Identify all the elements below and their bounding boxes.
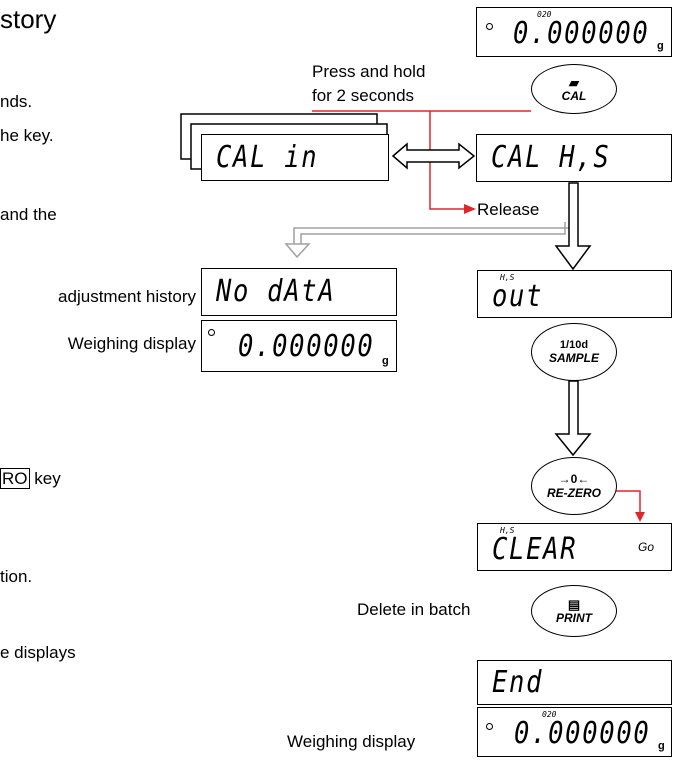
sample-key[interactable]: 1/10d SAMPLE xyxy=(531,323,617,381)
down-arrow xyxy=(554,380,592,457)
lcd-his-out: H,S out xyxy=(477,270,672,318)
lcd-clear: H,S CLEAR Go xyxy=(477,523,672,571)
lcd-weighing-top: 020 0.000000 g xyxy=(476,7,672,57)
print-key[interactable]: ▤ PRINT xyxy=(531,585,617,637)
grey-arrowhead xyxy=(284,243,311,259)
lcd-no-data: No dAtA xyxy=(201,268,397,316)
weight-icon: ▰ xyxy=(569,74,579,90)
body-text-fragment: key xyxy=(34,469,61,488)
press-hold-label: Press and hold xyxy=(312,62,426,81)
body-text-line: he key. xyxy=(0,126,54,145)
lcd-weighing-bottom: 020 0.000000 g xyxy=(477,707,672,757)
weighing-display-label: Weighing display xyxy=(67,334,196,353)
down-arrow xyxy=(554,182,592,271)
weighing-display-label: Weighing display xyxy=(287,732,416,751)
cal-key[interactable]: ▰ CAL xyxy=(531,64,617,114)
red-arrowhead xyxy=(464,204,476,214)
double-arrow xyxy=(391,142,476,170)
press-hold-label: for 2 seconds xyxy=(312,86,415,105)
red-rezero-arrow xyxy=(616,490,641,514)
body-text-line: e displays xyxy=(0,643,76,662)
rezero-key[interactable]: →0← RE-ZERO xyxy=(531,457,617,515)
lcd-cal-his: CAL H,S xyxy=(476,134,672,182)
body-text-line: nds. xyxy=(0,92,33,111)
lcd-end: End xyxy=(477,660,672,705)
page-title: story xyxy=(0,4,57,34)
lcd-cal-in: CAL in xyxy=(201,134,389,181)
rezero-key-ref: RO xyxy=(0,468,30,489)
lcd-weighing-mid: 0.000000 g xyxy=(201,320,397,372)
body-text-line: and the xyxy=(0,205,57,224)
release-label: Release xyxy=(477,200,540,219)
blink-go: Go xyxy=(638,540,655,554)
printer-icon: ▤ xyxy=(567,596,581,612)
body-text-line: RO key xyxy=(0,468,61,489)
red-release-arrow xyxy=(429,111,468,210)
no-history-label: adjustment history xyxy=(58,287,196,306)
delete-batch-label: Delete in batch xyxy=(357,600,471,619)
body-text-line: tion. xyxy=(0,567,33,586)
